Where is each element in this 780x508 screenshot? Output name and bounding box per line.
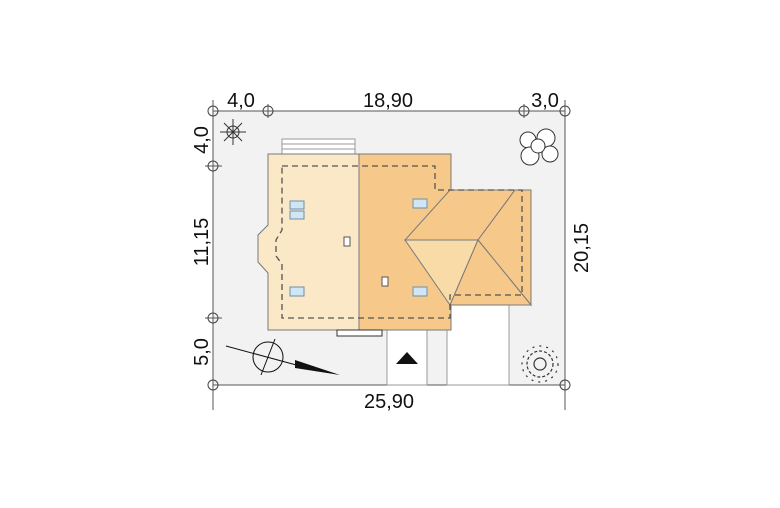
- dim-top-right: 3,0: [531, 90, 559, 112]
- entry-step: [336, 329, 383, 337]
- entrance-arrow-icon: [396, 352, 418, 364]
- dim-bottom-total: 25,90: [364, 391, 414, 413]
- tree-icon: [220, 119, 246, 145]
- wall-outline-dashed: [275, 165, 523, 319]
- chimneys: [343, 236, 389, 287]
- dimension-markers: [207, 105, 571, 391]
- dim-left-middle: 11,15: [191, 218, 213, 267]
- terrace-top: [281, 138, 356, 155]
- dim-left-top: 4,0: [191, 126, 213, 154]
- dim-top-main: 18,90: [363, 90, 413, 112]
- garage-roof: [403, 189, 533, 307]
- compass-north-icon: [225, 338, 340, 376]
- dim-right-total: 20,15: [571, 223, 593, 273]
- dim-top-left: 4,0: [227, 90, 255, 112]
- tree-icon: [519, 128, 559, 166]
- windows: [289, 198, 428, 297]
- tree-icon: [521, 345, 559, 383]
- driveway: [386, 299, 510, 386]
- dim-left-bottom: 5,0: [191, 338, 213, 366]
